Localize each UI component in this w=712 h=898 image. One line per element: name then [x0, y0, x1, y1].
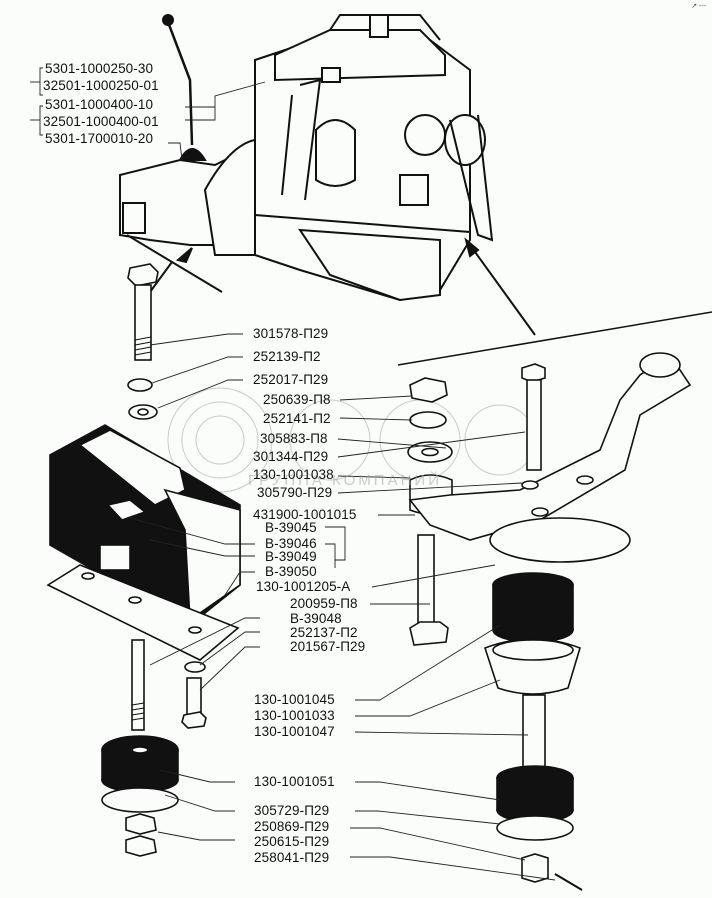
part-label: В-39050: [265, 564, 317, 579]
part-label: 200959-П8: [290, 596, 358, 611]
part-label: В-39046: [265, 536, 317, 551]
alternator: [404, 114, 446, 156]
mount-base-plate: [46, 564, 240, 661]
mount-bracket: [408, 353, 692, 541]
part-label: 431900-1001015: [253, 507, 357, 522]
lower-washer: [101, 787, 179, 813]
part-label-top-0: 5301-1000250-30: [45, 61, 154, 76]
front-mount: [407, 352, 692, 891]
part-label-top-1: 32501-1000250-01: [43, 78, 159, 93]
engine-assembly: [119, 14, 494, 302]
front-lower-washer: [496, 815, 574, 841]
corner-mark: ↗ ---: [691, 3, 706, 10]
part-label: 252137-П2: [290, 625, 358, 640]
part-label: 258041-П29: [254, 850, 330, 865]
part-label-top-2: 5301-1000400-10: [45, 97, 154, 112]
spring-washer-2: [409, 411, 447, 429]
pulley: [444, 114, 486, 166]
small-bolt: [186, 677, 202, 717]
part-label: 305883-П8: [260, 431, 328, 446]
part-label: 130-1001047: [254, 724, 335, 739]
gear-lever-rod: [166, 21, 194, 146]
part-label: В-39048: [290, 611, 342, 626]
part-label: 250639-П8: [263, 392, 331, 407]
mount-pad: [489, 517, 631, 563]
bolt-head: [127, 263, 159, 287]
castle-nut: [521, 853, 549, 883]
rear-mount-arrow-line: [126, 234, 223, 293]
part-label: 130-1001205-А: [256, 579, 351, 594]
part-label: 305790-П29: [257, 485, 333, 500]
part-label: 201567-П29: [290, 639, 366, 654]
block-insert: [106, 499, 147, 521]
watermark-caption: ГРУППА КОМПАНИЙ: [248, 472, 442, 489]
part-label-top-3: 32501-1000400-01: [43, 114, 159, 129]
starter-bracket: [399, 174, 429, 206]
gear-lever-boot: [178, 148, 207, 161]
hex-nut: [409, 377, 448, 403]
bell-housing: [203, 138, 256, 256]
gearbox-side-plate: [122, 202, 146, 234]
block-slot: [99, 544, 131, 571]
part-label: 301344-П29: [253, 449, 329, 464]
mount-stud: [131, 639, 145, 731]
dipstick-tube: [281, 94, 293, 196]
part-label: 250869-П29: [254, 819, 330, 834]
part-label: В-39049: [265, 549, 317, 564]
front-mount-arrowhead: [464, 237, 480, 258]
rubber-block-top: [78, 429, 186, 506]
rear-mount: [46, 263, 241, 857]
part-label: В-39045: [265, 520, 317, 535]
part-label: 305729-П29: [254, 803, 330, 818]
oil-pan: [298, 228, 441, 302]
breather-pipe: [299, 78, 322, 201]
bolt-shank: [134, 284, 152, 361]
part-label: 301578-П29: [253, 326, 329, 341]
nut-lower: [125, 835, 157, 857]
part-label: 130-1001033: [254, 708, 335, 723]
part-label: 130-1001051: [254, 774, 335, 789]
nut-upper: [125, 813, 157, 835]
valve-cover: [274, 29, 446, 82]
front-mount-arrow-line: [469, 244, 536, 336]
oil-filter: [315, 119, 356, 187]
part-label: 130-1001045: [254, 692, 335, 707]
rocker-cap: [321, 67, 341, 83]
separator-line: [397, 311, 712, 366]
pointer-arrows: [126, 234, 712, 366]
part-label-top-4: 5301-1700010-20: [45, 131, 154, 146]
rear-mount-arrowhead: [175, 247, 193, 264]
fan-belt: [449, 114, 494, 242]
long-bolt: [417, 534, 435, 631]
cotter-pin: [554, 873, 583, 891]
part-label: 252139-П2: [253, 349, 321, 364]
hose-pipe: [329, 14, 441, 41]
part-label: 252017-П29: [253, 372, 329, 387]
part-label: 130-1001038: [253, 467, 334, 482]
leader-lines: [30, 67, 556, 881]
cushion-cup: [484, 638, 581, 695]
part-label: 250615-П29: [254, 834, 330, 849]
bracket-bolt: [526, 379, 542, 471]
oil-filler: [369, 14, 389, 38]
spring-washer: [127, 378, 153, 392]
part-label: 252141-П2: [263, 411, 331, 426]
